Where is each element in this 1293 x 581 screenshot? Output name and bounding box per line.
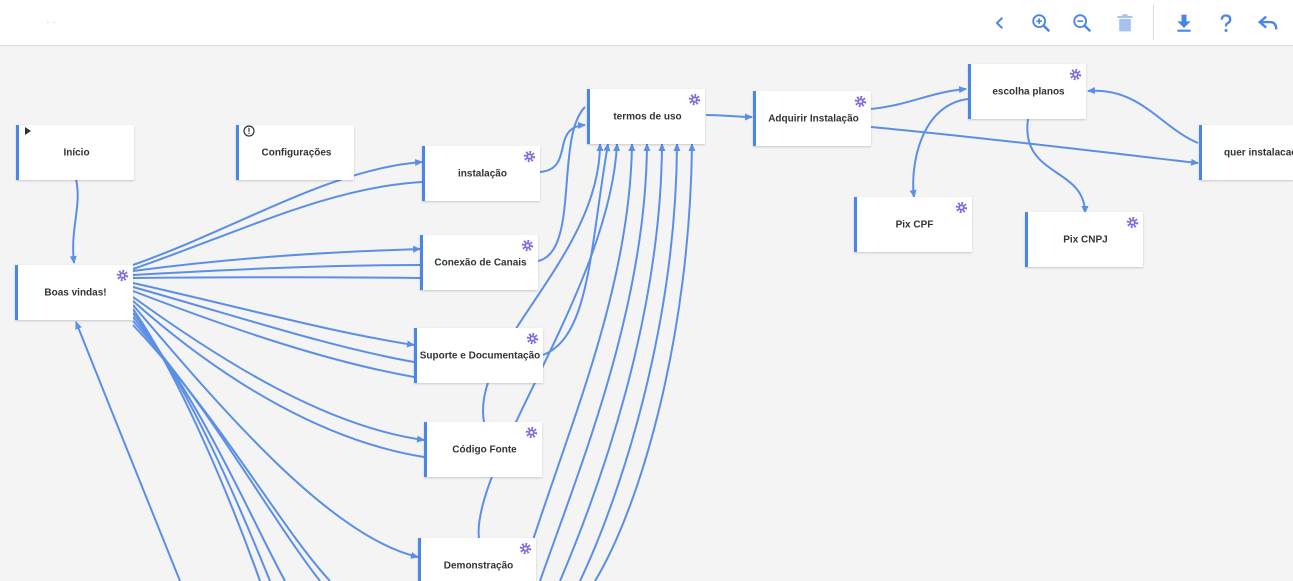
delete-button[interactable] bbox=[1110, 8, 1140, 38]
node-suporte[interactable]: Suporte e Documentação bbox=[414, 328, 543, 383]
edge-boasvindas-conexao bbox=[132, 245, 421, 272]
node-label: Pix CPF bbox=[895, 219, 934, 230]
zoom-in-button[interactable] bbox=[1026, 8, 1056, 38]
zoom-in-icon bbox=[1032, 14, 1051, 33]
edge-boasvindas-suporte bbox=[132, 282, 415, 348]
edge-boasvindas-instalacao bbox=[132, 159, 423, 266]
alert-circle-icon bbox=[243, 125, 255, 137]
node-label: Adquirir Instalação bbox=[768, 113, 859, 124]
gear-icon[interactable] bbox=[521, 239, 534, 252]
node-instalacao[interactable]: instalação bbox=[422, 146, 540, 201]
toolbar-divider bbox=[1153, 5, 1154, 40]
node-termos-de-uso[interactable]: termos de uso bbox=[587, 89, 705, 144]
node-inicio[interactable]: Início bbox=[16, 125, 134, 180]
node-pix-cnpj[interactable]: Pix CNPJ bbox=[1025, 212, 1143, 267]
play-icon bbox=[25, 127, 31, 135]
zoom-out-icon bbox=[1073, 14, 1092, 33]
edge-adquirir-quer bbox=[870, 126, 1199, 166]
node-label: Suporte e Documentação bbox=[419, 350, 541, 361]
gear-icon[interactable] bbox=[523, 150, 536, 163]
edge-instalacao-termos bbox=[539, 121, 586, 173]
question-icon bbox=[1220, 14, 1232, 32]
edge-bottom-boasvindas bbox=[75, 321, 181, 581]
node-label: quer instalacao bbox=[1224, 147, 1293, 158]
edge-adquirir-escolha bbox=[870, 86, 967, 110]
edge-termos-adquirir bbox=[705, 113, 753, 121]
node-escolha-planos[interactable]: escolha planos bbox=[968, 64, 1086, 119]
node-label: Configurações bbox=[261, 147, 332, 158]
node-conexao-canais[interactable]: Conexão de Canais bbox=[420, 235, 538, 290]
gear-icon[interactable] bbox=[519, 542, 532, 555]
edge-boasvindas-codigo bbox=[132, 296, 425, 443]
node-adquirir-instalacao[interactable]: Adquirir Instalação bbox=[753, 91, 871, 146]
connections-layer bbox=[69, 86, 1199, 581]
undo-icon bbox=[1257, 15, 1278, 30]
node-label: instalação bbox=[458, 168, 507, 179]
flow-canvas[interactable]: Início Configurações Boas vindas! instal… bbox=[0, 47, 1293, 581]
zoom-out-button[interactable] bbox=[1067, 8, 1097, 38]
node-label: escolha planos bbox=[992, 86, 1065, 97]
edge-boasvindas-demonstracao bbox=[132, 304, 419, 559]
undo-button[interactable] bbox=[1253, 8, 1283, 38]
chevron-left-icon bbox=[995, 17, 1003, 29]
help-button[interactable] bbox=[1211, 8, 1241, 38]
node-configuracoes[interactable]: Configurações bbox=[236, 125, 354, 180]
gear-icon[interactable] bbox=[688, 93, 701, 106]
node-label: Conexão de Canais bbox=[434, 257, 527, 268]
node-boas-vindas[interactable]: Boas vindas! bbox=[15, 265, 133, 320]
node-demonstracao[interactable]: Demonstração bbox=[418, 538, 536, 581]
edge-inicio-boasvindas bbox=[69, 178, 79, 264]
gear-icon[interactable] bbox=[854, 95, 867, 108]
edge-escolha-pixcpf bbox=[909, 98, 969, 198]
toolbar: · · bbox=[0, 0, 1293, 46]
node-quer-instalacao[interactable]: quer instalacao bbox=[1199, 125, 1293, 180]
gear-icon[interactable] bbox=[116, 269, 129, 282]
trash-icon bbox=[1117, 14, 1133, 32]
node-label: Pix CNPJ bbox=[1063, 234, 1108, 245]
flow-title: · · bbox=[10, 10, 92, 36]
download-icon bbox=[1177, 14, 1191, 32]
download-button[interactable] bbox=[1169, 8, 1199, 38]
edge-quer-escolha bbox=[1087, 86, 1199, 144]
node-label: Boas vindas! bbox=[44, 287, 107, 298]
gear-icon[interactable] bbox=[525, 426, 538, 439]
node-codigo-fonte[interactable]: Código Fonte bbox=[424, 422, 542, 477]
gear-icon[interactable] bbox=[1069, 68, 1082, 81]
node-pix-cpf[interactable]: Pix CPF bbox=[854, 197, 972, 252]
node-label: termos de uso bbox=[613, 111, 682, 122]
gear-icon[interactable] bbox=[1126, 216, 1139, 229]
edge-escolha-pixcnpj bbox=[1026, 118, 1089, 214]
node-label: Código Fonte bbox=[452, 444, 517, 455]
gear-icon[interactable] bbox=[526, 332, 539, 345]
back-button[interactable] bbox=[985, 8, 1015, 38]
gear-icon[interactable] bbox=[955, 201, 968, 214]
node-label: Início bbox=[63, 147, 90, 158]
node-label: Demonstração bbox=[443, 560, 514, 571]
